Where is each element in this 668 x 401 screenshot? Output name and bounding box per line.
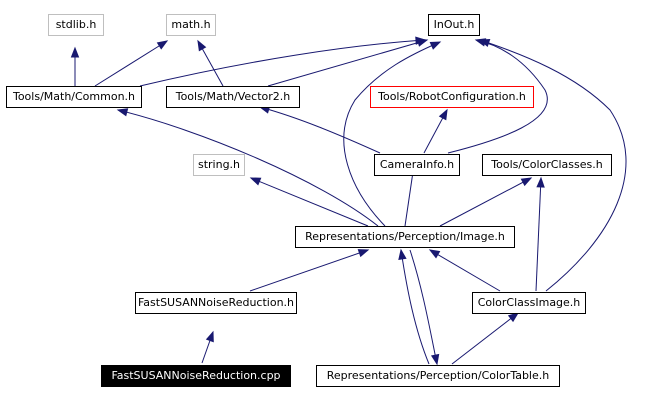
node-tools-math-vector2-h[interactable]: Tools/Math/Vector2.h [166,86,300,108]
node-fastsusannoisereduction-h[interactable]: FastSUSANNoiseReduction.h [135,292,297,314]
node-label: InOut.h [433,18,475,31]
node-tools-robotconfiguration-h[interactable]: Tools/RobotConfiguration.h [370,86,534,108]
node-label: Representations/Perception/ColorTable.h [326,369,550,382]
node-label: Tools/Math/Vector2.h [175,90,291,103]
arrowhead-image-to-colortable [430,353,440,366]
edge-colorclassimage-to-inout [479,39,627,292]
edge-colorclassimage-to-image [429,249,501,292]
node-label: ColorClassImage.h [477,296,581,309]
arrowhead-common-to-stdlib [70,46,80,58]
node-colorclassimage-h[interactable]: ColorClassImage.h [472,292,586,314]
node-stdlib-h[interactable]: stdlib.h [48,14,104,36]
node-inout-h[interactable]: InOut.h [428,14,480,36]
arrowhead-image-to-inout [429,41,442,50]
node-label: Tools/Math/Common.h [12,90,136,103]
edge-image-to-inout [343,41,441,227]
arrowhead-common-to-math [156,40,169,50]
arrowhead-vector2-to-math [197,39,207,52]
node-label: string.h [197,158,241,171]
node-label: Representations/Perception/Image.h [305,230,505,243]
edge-vector2-to-inout [267,39,428,87]
edge-fastsusan-h-to-image [249,249,369,292]
node-label: CameraInfo.h [379,158,455,171]
edge-common-to-inout [139,39,426,87]
arrowhead-colorclassimage-to-colorclasses [536,176,545,188]
node-tools-math-common-h[interactable]: Tools/Math/Common.h [6,86,142,108]
node-representations-perception-colortable-h[interactable]: Representations/Perception/ColorTable.h [316,365,560,387]
node-tools-colorclasses-h[interactable]: Tools/ColorClasses.h [482,154,612,176]
node-label: Tools/RobotConfiguration.h [378,90,526,103]
edge-image-to-string [250,177,369,227]
arrowhead-colorclassimage-to-image [428,249,441,259]
node-label: FastSUSANNoiseReduction.h [137,296,295,309]
edge-colortable-to-image [400,249,430,365]
edge-common-to-math [94,40,168,87]
node-label: stdlib.h [55,18,97,31]
arrowhead-common-to-inout [415,36,427,45]
edge-camerainfo-to-inout [447,39,548,154]
arrowhead-image-to-common [116,108,129,117]
node-label: FastSUSANNoiseReduction.cpp [111,369,281,382]
arrowhead-image-to-string [249,177,262,186]
arrowhead-fastsusan_cpp-to-fastsusan_h [205,330,214,343]
node-camerainfo-h[interactable]: CameraInfo.h [374,154,460,176]
edge-colorclassimage-to-colorclasses [535,177,542,292]
node-math-h[interactable]: math.h [166,14,216,36]
edge-colortable-to-colorclassimage [451,312,519,365]
arrowhead-camerainfo-to-inout [474,38,487,47]
arrowhead-camerainfo-to-robotconfig [438,108,448,121]
arrowhead-fastsusan_h-to-image [357,249,370,258]
node-representations-perception-image-h[interactable]: Representations/Perception/Image.h [295,226,515,248]
edge-image-to-colortable [409,249,438,365]
edge-image-to-common [117,109,379,227]
edge-camerainfo-to-vector2 [259,106,381,154]
node-string-h[interactable]: string.h [193,154,245,176]
node-fastsusannoisereduction-cpp[interactable]: FastSUSANNoiseReduction.cpp [101,365,291,387]
arrowhead-colortable-to-image [398,248,407,261]
arrowhead-image-to-colorclasses [520,177,533,187]
edge-image-to-colorclasses [439,177,532,227]
node-label: Tools/ColorClasses.h [491,158,603,171]
arrowhead-colortable-to-colorclassimage [507,312,520,323]
node-label: math.h [171,18,211,31]
